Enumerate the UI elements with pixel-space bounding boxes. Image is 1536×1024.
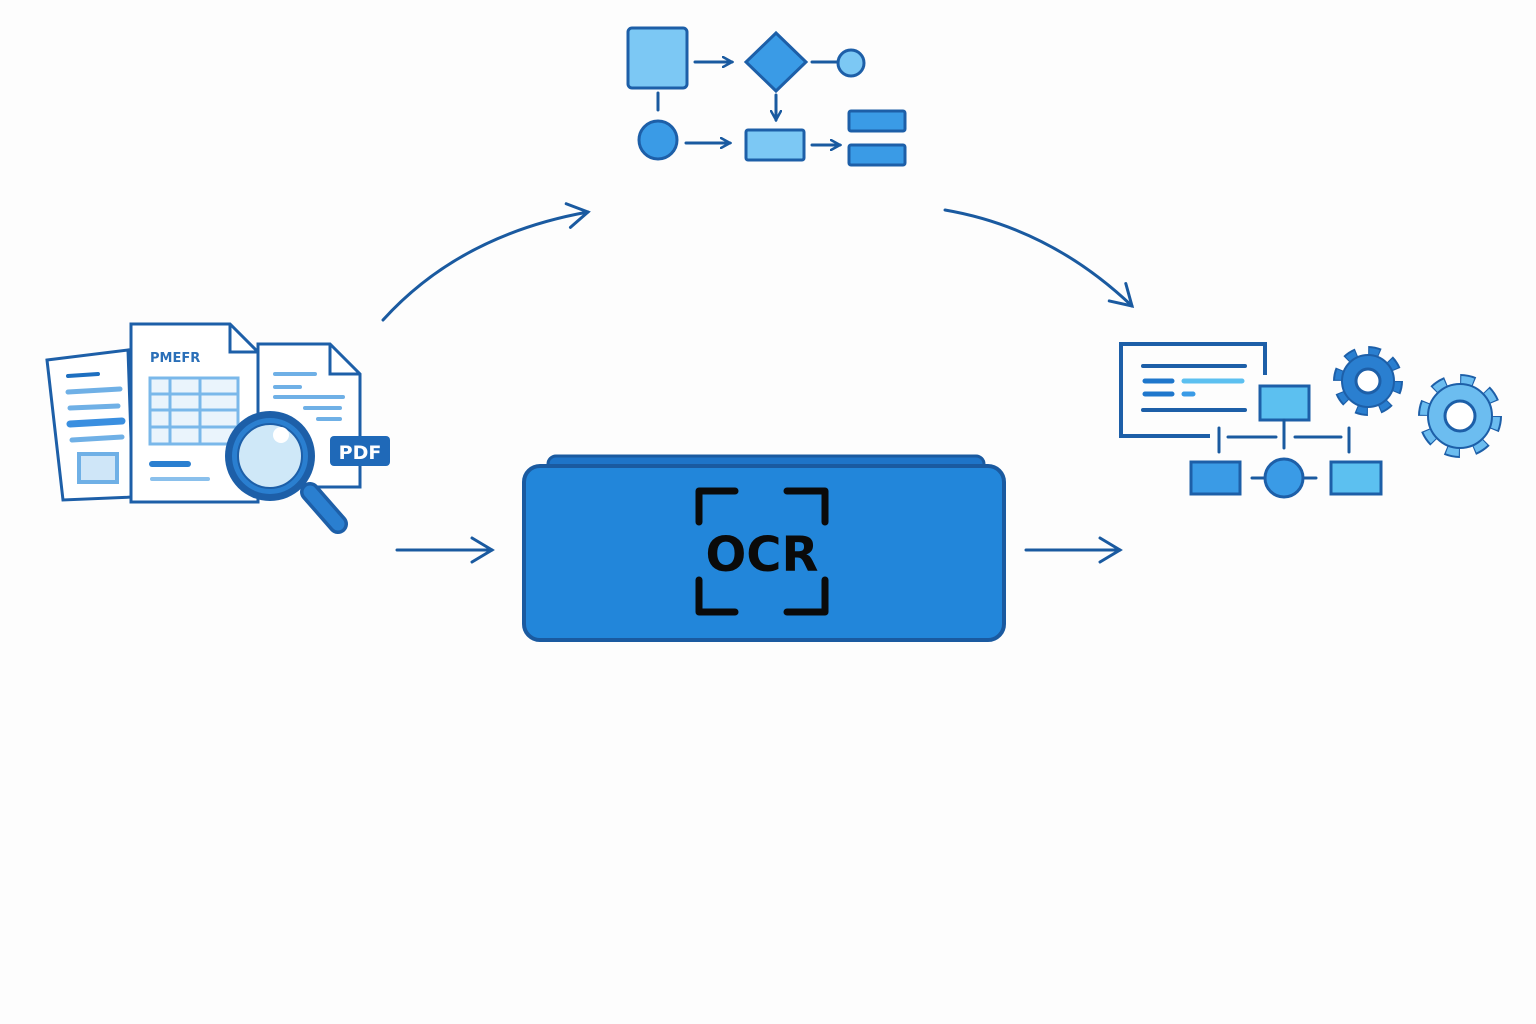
scan-frame-icon <box>695 487 829 616</box>
automation-icon <box>1119 342 1502 499</box>
gear-icon <box>1333 346 1403 416</box>
gear-icon <box>1418 374 1502 458</box>
pdf-badge: PDF <box>330 436 390 466</box>
documents-icon: PMEFR PDF <box>45 322 390 534</box>
pdf-badge-label: PDF <box>339 442 382 464</box>
magnifier-icon <box>225 411 348 534</box>
curved-arrow-to-automation <box>943 208 1135 309</box>
curved-arrow-to-flowchart <box>381 202 591 322</box>
document-header-text: PMEFR <box>150 351 200 366</box>
ocr-label: OCR <box>706 527 819 583</box>
ocr-processing-box: OCR <box>522 454 1006 642</box>
flowchart-icon <box>626 26 907 167</box>
